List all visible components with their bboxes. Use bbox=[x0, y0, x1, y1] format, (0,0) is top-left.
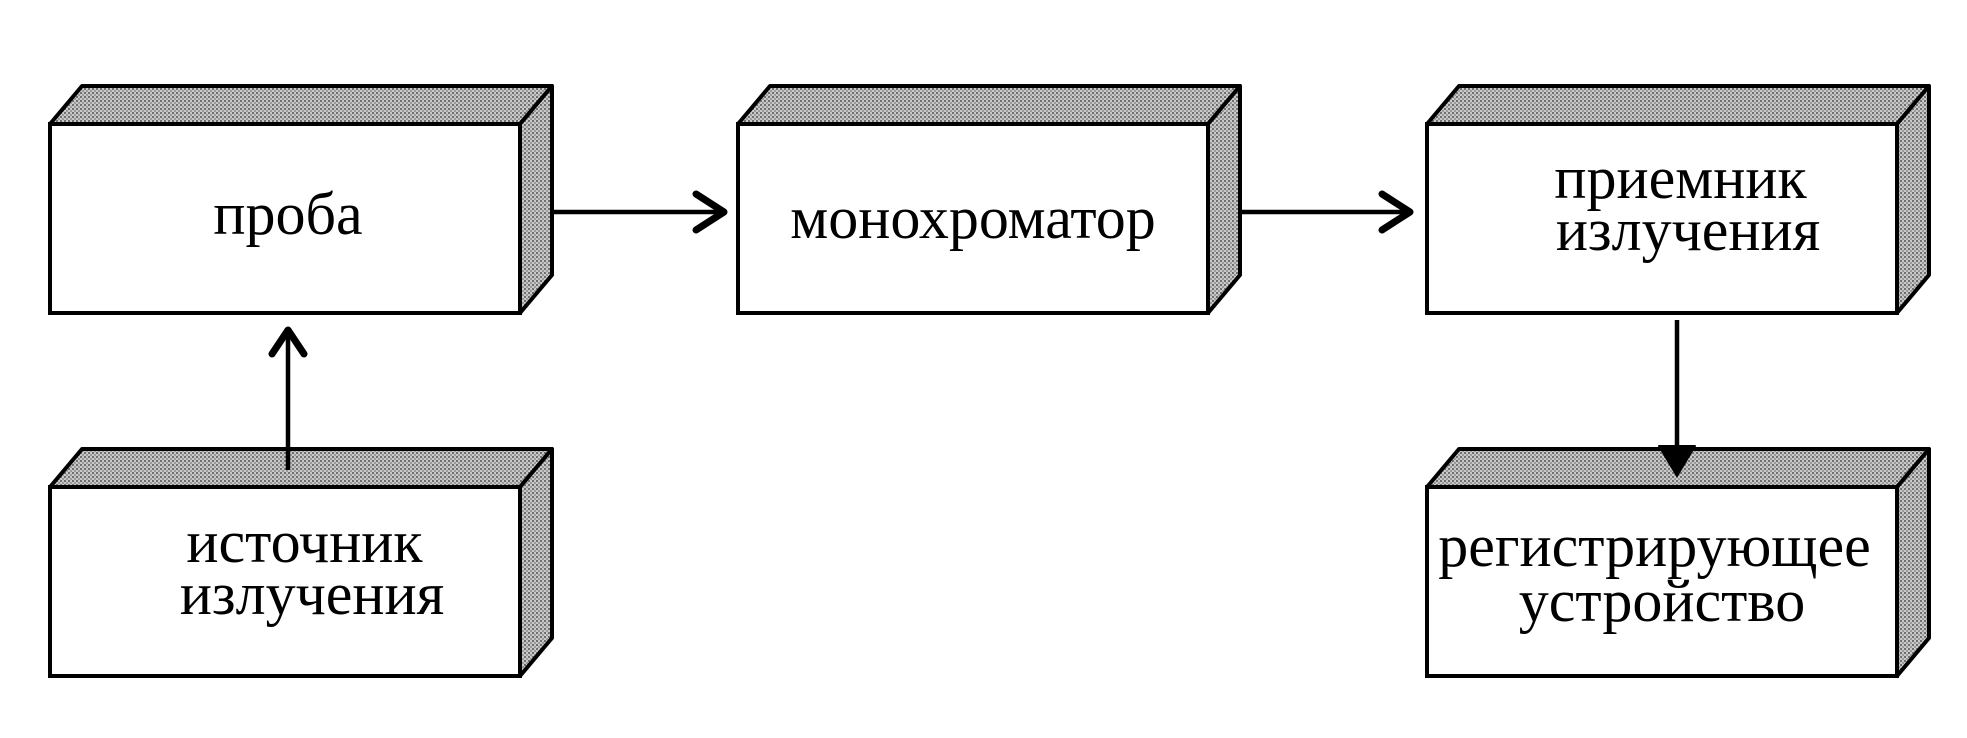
box-monochromator: монохроматор bbox=[736, 84, 1242, 315]
box-recorder-label: регистрирующее устройство bbox=[1438, 513, 1886, 634]
box-probe-top-face bbox=[48, 84, 554, 126]
box-recorder-front bbox=[1425, 485, 1899, 678]
arrow-head-down-icon bbox=[1658, 445, 1696, 477]
box-probe-front bbox=[48, 122, 522, 315]
box-receiver: приемник излучения bbox=[1425, 84, 1931, 315]
arrow-probe-to-monochromator bbox=[553, 190, 728, 234]
box-receiver-front bbox=[1425, 122, 1899, 315]
box-recorder: регистрирующее устройство bbox=[1425, 447, 1931, 678]
box-source: источник излучения bbox=[48, 447, 554, 678]
box-source-label: источник излучения bbox=[180, 509, 444, 627]
box-monochromator-side-face bbox=[1206, 84, 1242, 315]
box-monochromator-front bbox=[736, 122, 1210, 315]
arrow-head-up-icon bbox=[268, 326, 308, 358]
box-source-side-face bbox=[518, 447, 554, 678]
box-source-top-face bbox=[48, 447, 554, 489]
box-receiver-label: приемник излучения bbox=[1554, 145, 1821, 263]
arrow-head-right-icon bbox=[1378, 190, 1414, 234]
box-monochromator-top-face bbox=[736, 84, 1242, 126]
arrow-source-to-probe bbox=[268, 326, 308, 470]
box-probe-label: проба bbox=[213, 181, 362, 247]
arrow-head-right-icon bbox=[692, 190, 728, 234]
box-receiver-side-face bbox=[1895, 84, 1931, 315]
box-probe: проба bbox=[48, 84, 554, 315]
box-source-front bbox=[48, 485, 522, 678]
box-receiver-top-face bbox=[1425, 84, 1931, 126]
box-probe-side-face bbox=[518, 84, 554, 315]
arrow-monochromator-to-receiver bbox=[1241, 190, 1414, 234]
box-recorder-side-face bbox=[1895, 447, 1931, 678]
box-monochromator-label: монохроматор bbox=[790, 185, 1156, 251]
arrow-receiver-to-recorder bbox=[1658, 320, 1696, 477]
